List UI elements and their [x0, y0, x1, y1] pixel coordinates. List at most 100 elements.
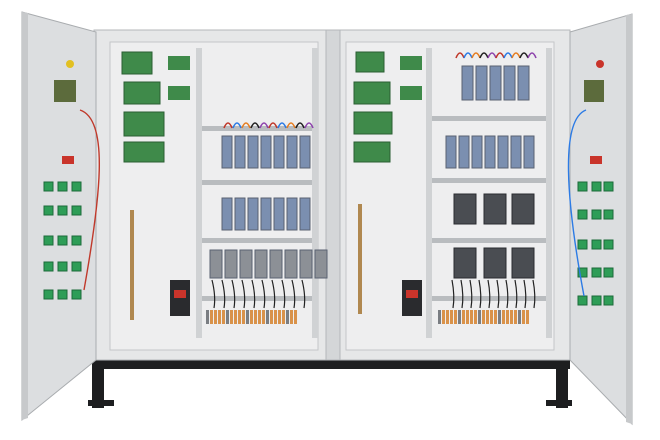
- terminal-block: [450, 310, 453, 324]
- circuit-breaker: [247, 197, 259, 231]
- wire-duct: [312, 48, 318, 338]
- contactor: [511, 193, 535, 225]
- door-pilot-light: [603, 295, 614, 306]
- wire: [211, 279, 216, 309]
- wire: [495, 52, 505, 59]
- wire: [271, 279, 276, 309]
- circuit-breaker: [471, 135, 483, 169]
- terminal-block: [266, 310, 269, 324]
- door-pilot-light: [591, 209, 602, 220]
- contactor-small: [299, 249, 313, 279]
- terminal-block: [498, 310, 501, 324]
- terminal-block: [226, 310, 229, 324]
- door-pilot-light: [577, 295, 588, 306]
- terminal-block: [486, 310, 489, 324]
- terminal-block: [458, 310, 461, 324]
- relay-module: [168, 86, 190, 100]
- circuit-breaker: [260, 197, 272, 231]
- contactor: [511, 247, 535, 279]
- wire-duct: [546, 48, 552, 338]
- contactor-small: [209, 249, 223, 279]
- circuit-breaker: [221, 197, 233, 231]
- terminal-block: [506, 310, 509, 324]
- relay-module: [400, 56, 422, 70]
- door-pilot-light: [591, 295, 602, 306]
- wire: [221, 279, 226, 309]
- door-pilot-light: [57, 235, 68, 246]
- terminal-block: [526, 310, 529, 324]
- wire: [241, 122, 251, 129]
- door-wire-bundle: [79, 109, 101, 291]
- pcb-board: [353, 141, 391, 163]
- wire: [268, 122, 278, 129]
- wire: [251, 279, 256, 309]
- terminal-block: [230, 310, 233, 324]
- contactor: [483, 193, 507, 225]
- wire: [471, 52, 481, 59]
- wire: [460, 279, 464, 309]
- circuit-breaker: [247, 135, 259, 169]
- door-wire-bundle: [567, 109, 587, 297]
- wire: [505, 279, 509, 309]
- terminal-block: [206, 310, 209, 324]
- door-pilot-light: [603, 239, 614, 250]
- terminal-block: [254, 310, 257, 324]
- door-pilot-light: [57, 289, 68, 300]
- circuit-breaker: [503, 65, 516, 101]
- contactor-small: [224, 249, 238, 279]
- door-pilot-light: [43, 205, 54, 216]
- pcb-board: [123, 141, 165, 163]
- door-controller: [584, 80, 604, 102]
- terminal-block: [518, 310, 521, 324]
- door-pilot-light: [577, 209, 588, 220]
- circuit-breaker: [510, 135, 522, 169]
- contactor-small: [284, 249, 298, 279]
- pcb-board: [123, 81, 161, 105]
- terminal-strip: [130, 210, 134, 320]
- din-rail: [200, 296, 316, 301]
- door-pilot-light: [71, 181, 82, 192]
- terminal-block: [250, 310, 253, 324]
- terminal-block: [490, 310, 493, 324]
- terminal-block: [454, 310, 457, 324]
- main-breaker-handle: [174, 290, 186, 298]
- contactor: [483, 247, 507, 279]
- terminal-block: [290, 310, 293, 324]
- terminal-strip: [358, 204, 362, 314]
- terminal-block: [222, 310, 225, 324]
- terminal-block: [214, 310, 217, 324]
- wire: [478, 279, 482, 309]
- terminal-block: [286, 310, 289, 324]
- circuit-breaker: [458, 135, 470, 169]
- terminal-block: [462, 310, 465, 324]
- wire: [463, 52, 473, 59]
- terminal-block: [282, 310, 285, 324]
- left-door: [21, 11, 97, 422]
- wire-duct: [426, 48, 432, 338]
- terminal-block: [234, 310, 237, 324]
- terminal-block: [466, 310, 469, 324]
- terminal-block: [210, 310, 213, 324]
- contactor-small: [314, 249, 328, 279]
- door-pilot-light: [57, 205, 68, 216]
- circuit-breaker: [484, 135, 496, 169]
- wire: [451, 279, 455, 309]
- wire: [281, 279, 286, 309]
- circuit-breaker: [234, 135, 246, 169]
- door-pilot-light: [43, 289, 54, 300]
- main-breaker-handle: [406, 290, 418, 298]
- pcb-board: [353, 111, 393, 135]
- terminal-block: [238, 310, 241, 324]
- terminal-block: [478, 310, 481, 324]
- wire: [304, 122, 314, 129]
- door-pilot-light: [577, 181, 588, 192]
- wire: [231, 279, 236, 309]
- circuit-breaker: [286, 197, 298, 231]
- door-indicator-lamp: [596, 60, 604, 68]
- door-pilot-light: [43, 261, 54, 272]
- wire: [241, 279, 246, 309]
- wire: [514, 279, 518, 309]
- door-pilot-light: [603, 267, 614, 278]
- din-rail: [200, 238, 316, 243]
